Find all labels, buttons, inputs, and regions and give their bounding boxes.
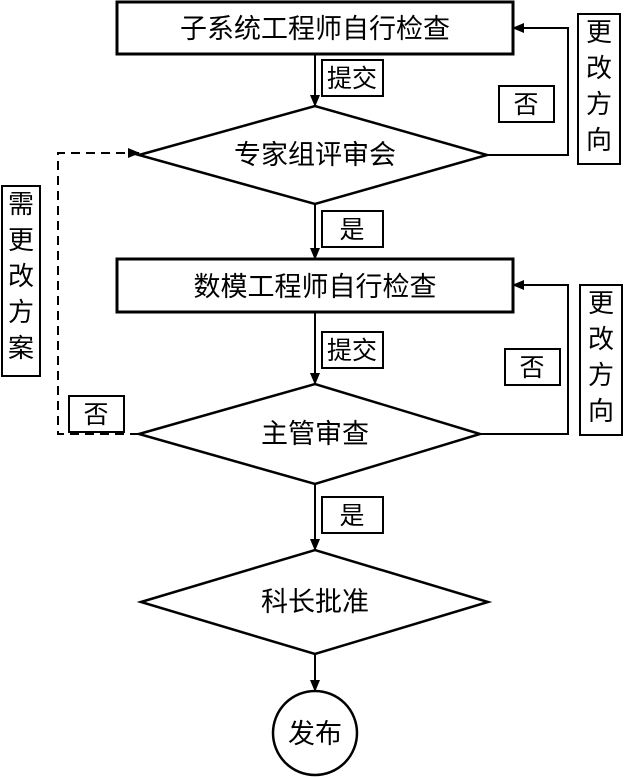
chief-approval-node: 科长批准	[136, 548, 493, 656]
no-tag-3: 否	[68, 395, 125, 433]
yes-tag-2: 是	[321, 496, 384, 534]
no-label-3: 否	[83, 400, 108, 429]
no-tag-1: 否	[498, 85, 555, 123]
no-tag-2: 否	[504, 348, 561, 386]
change-direction-char: 改	[586, 54, 612, 84]
submit-tag-2: 提交	[321, 331, 384, 369]
change-direction-char: 改	[588, 325, 614, 355]
yes-tag-1: 是	[321, 210, 384, 248]
change-direction-char: 更	[586, 18, 612, 48]
subsystem-check-node: 子系统工程师自行检查	[115, 0, 515, 56]
subsystem-check-label: 子系统工程师自行检查	[180, 14, 450, 45]
need-change-plan-box: 需 更 改 方 案	[1, 185, 41, 377]
submit-label-1: 提交	[327, 64, 377, 93]
need-change-plan-char: 需	[8, 190, 34, 220]
change-direction-box-1: 更 改 方 向	[577, 13, 621, 165]
change-direction-char: 方	[586, 90, 612, 120]
change-direction-char: 向	[588, 397, 614, 427]
no-label-2: 否	[519, 353, 544, 382]
change-direction-char: 向	[586, 126, 612, 156]
supervisor-review-label: 主管审查	[261, 419, 369, 450]
submit-tag-1: 提交	[321, 59, 384, 97]
need-change-plan-char: 方	[8, 298, 34, 328]
expert-review-node: 专家组评审会	[134, 104, 492, 206]
supervisor-review-node: 主管审查	[134, 382, 485, 486]
change-direction-char: 更	[588, 289, 614, 319]
yes-label-2: 是	[339, 501, 364, 530]
expert-review-label: 专家组评审会	[234, 140, 396, 171]
loop-back-line-1	[487, 23, 569, 156]
submit-label-2: 提交	[327, 336, 377, 365]
no-label-1: 否	[513, 90, 538, 119]
digital-check-node: 数模工程师自行检查	[115, 257, 515, 314]
chief-approval-label: 科长批准	[261, 587, 369, 618]
publish-node: 发布	[271, 689, 359, 777]
digital-check-label: 数模工程师自行检查	[194, 272, 437, 303]
loop-back-line-2	[480, 280, 569, 435]
publish-label: 发布	[288, 719, 342, 750]
need-change-plan-char: 更	[8, 226, 34, 256]
need-change-plan-char: 改	[8, 262, 34, 292]
yes-label-1: 是	[339, 215, 364, 244]
change-direction-box-2: 更 改 方 向	[579, 284, 623, 436]
need-change-plan-char: 案	[8, 334, 34, 364]
change-direction-char: 方	[588, 361, 614, 391]
